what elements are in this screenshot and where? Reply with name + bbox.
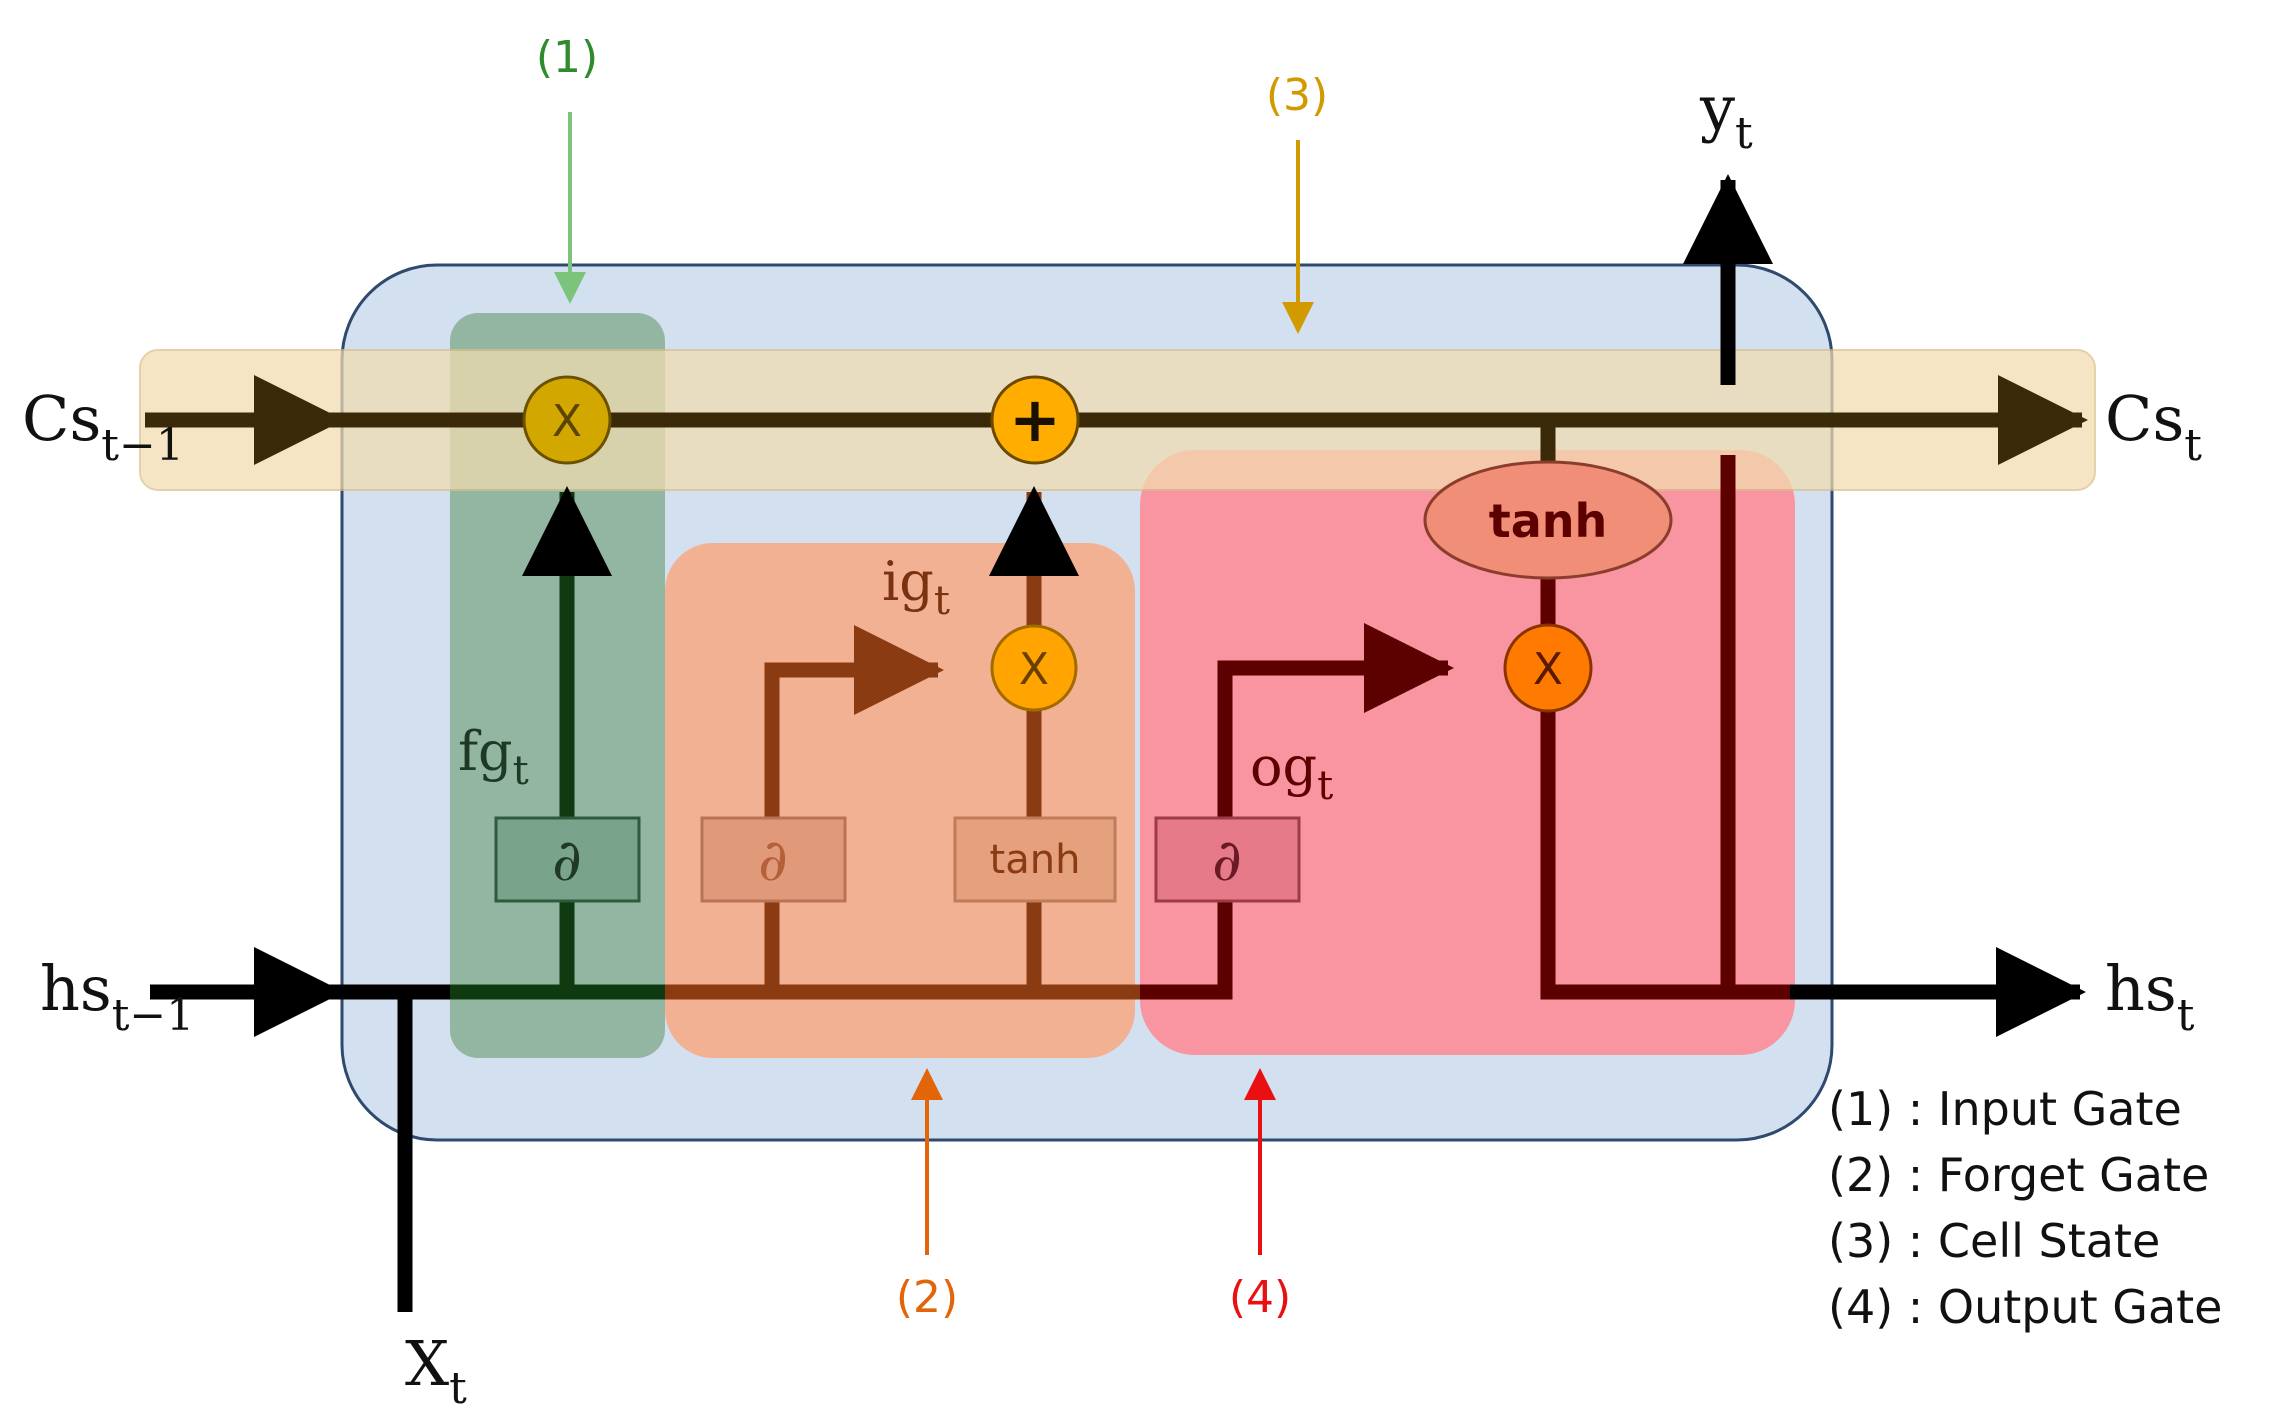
hs-next-label: hst xyxy=(2105,952,2195,1041)
input-sigma-symbol: ∂ xyxy=(552,826,582,894)
hs-prev-label: hst−1 xyxy=(40,952,194,1041)
fg-label: fgt xyxy=(458,720,529,794)
output-sigma-box: ∂ xyxy=(1154,816,1301,903)
output-mult-to-hidden xyxy=(1540,695,1795,1000)
circle-multiply-icon xyxy=(522,375,612,465)
callout-2-label: (2) xyxy=(896,1272,958,1323)
input-sigma-box: ∂ xyxy=(494,816,641,903)
forget-tanh-label: tanh xyxy=(990,837,1081,883)
ig-label: igt xyxy=(882,550,950,624)
output-multiply-node: X xyxy=(1503,623,1593,713)
legend-item-input-gate: (1) : Input Gate xyxy=(1828,1082,2182,1136)
output-gate-region xyxy=(1140,450,1795,1055)
circle-multiply-icon xyxy=(1503,623,1593,713)
forget-sigma-box: ∂ xyxy=(700,816,847,903)
legend-item-output-gate: (4) : Output Gate xyxy=(1828,1280,2222,1334)
input-multiply-node: X xyxy=(990,624,1078,712)
forget-multiply-symbol: X xyxy=(552,396,582,447)
callout-1-label: (1) xyxy=(536,32,598,83)
forget-tanh-box: tanh xyxy=(953,816,1117,903)
forget-gate-region xyxy=(665,543,1135,1058)
cell-add-symbol: + xyxy=(1009,383,1061,456)
circle-plus-icon xyxy=(990,375,1080,465)
cell-tanh-ellipse: tanh xyxy=(1423,460,1673,580)
x-input-label: Xt xyxy=(405,1327,467,1414)
cs-next-label: Cst xyxy=(2105,382,2202,471)
cell-tanh-label: tanh xyxy=(1489,494,1608,548)
forget-multiply-node: X xyxy=(522,375,612,465)
y-output-label: yt xyxy=(1699,72,1753,159)
legend: (1) : Input Gate (2) : Forget Gate (3) :… xyxy=(1828,1082,2222,1334)
cs-prev-label: Cst−1 xyxy=(22,382,184,471)
legend-item-cell-state: (3) : Cell State xyxy=(1828,1214,2160,1268)
input-multiply-symbol: X xyxy=(1019,644,1049,695)
forget-sigma-symbol: ∂ xyxy=(758,826,788,894)
circle-multiply-icon xyxy=(990,624,1078,712)
output-multiply-symbol: X xyxy=(1533,644,1563,695)
cell-add-node: + xyxy=(990,375,1080,465)
callout-4-label: (4) xyxy=(1229,1272,1291,1323)
og-label: ogt xyxy=(1250,735,1333,809)
legend-item-forget-gate: (2) : Forget Gate xyxy=(1828,1148,2209,1202)
output-sigma-symbol: ∂ xyxy=(1212,826,1242,894)
callout-3-label: (3) xyxy=(1266,70,1328,121)
